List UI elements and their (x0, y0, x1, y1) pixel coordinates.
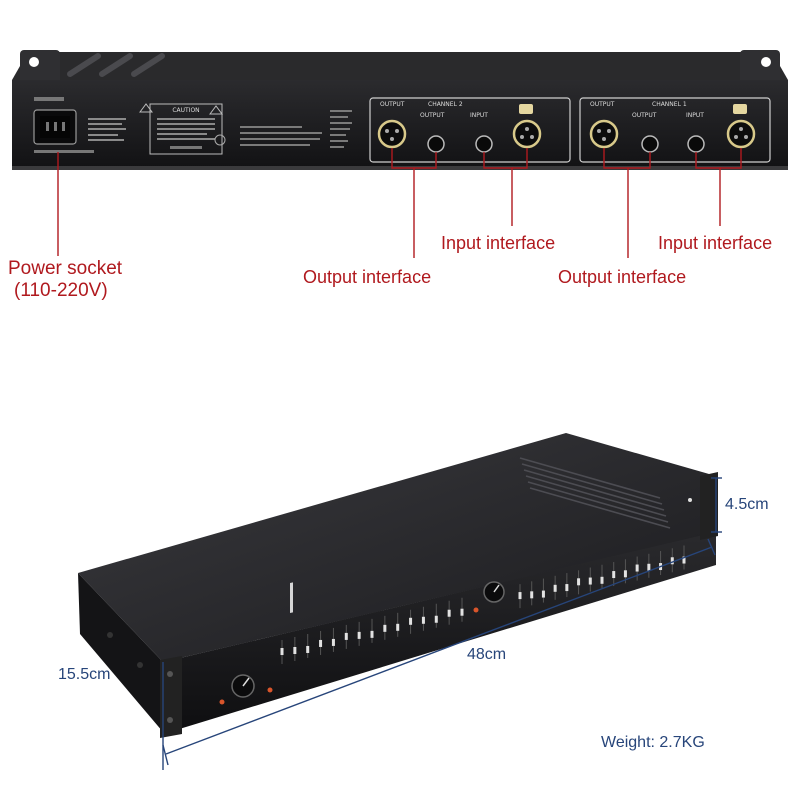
ch2-jack-output (427, 135, 445, 153)
eq-slider-a-cap (421, 616, 425, 624)
rear-vents (67, 53, 165, 77)
eq-slider-b-cap (612, 571, 616, 579)
ch1-xlr-output (589, 119, 619, 149)
ch1-xlr-input (726, 119, 756, 149)
dimension-depth: 15.5cm (58, 666, 111, 683)
svg-text:OUTPUT: OUTPUT (590, 101, 615, 108)
power-socket (33, 109, 77, 145)
callout-power-socket-line1: Power socket (8, 258, 123, 279)
eq-slider-b-cap (635, 564, 639, 572)
eq-slider-b-cap (577, 578, 581, 586)
ch2-jack-input (475, 135, 493, 153)
eq-knob-center (483, 581, 505, 603)
eq-slider-b-cap (600, 576, 604, 584)
callout-input-interface-1: Input interface (441, 233, 556, 253)
dimension-weight: Weight: 2.7KG (601, 734, 705, 751)
rear-chassis-lid (12, 52, 788, 80)
ch1-jack-output (641, 135, 659, 153)
ch2-xlr-input (512, 119, 542, 149)
eq-slider-b-cap (682, 556, 686, 564)
eq-slider-a-cap (293, 647, 297, 655)
caution-label: CAUTION (149, 103, 223, 155)
eq-slider-bank (280, 545, 686, 665)
eq-slider-a-cap (319, 639, 323, 647)
svg-text:INPUT: INPUT (686, 112, 704, 119)
eq-knob-left (231, 674, 255, 698)
eq-slider-a-cap (409, 617, 413, 625)
eq-slider-a-cap (331, 638, 335, 646)
ch1-jack-input (687, 135, 705, 153)
ch2-xlr-output (377, 119, 407, 149)
eq-slider-b-cap (670, 557, 674, 565)
eq-sliders-a (290, 582, 293, 614)
eq-rack-ear-left (160, 656, 182, 738)
eq-slider-b-cap (553, 584, 557, 592)
eq-slider-b-cap (518, 592, 522, 600)
eq-left-side (78, 573, 163, 732)
callout-output-interface-2: Output interface (558, 267, 687, 287)
eq-slider-b-cap (541, 590, 545, 598)
svg-text:CAUTION: CAUTION (172, 107, 199, 114)
eq-slider-a-cap (357, 631, 361, 639)
eq-slider-b-cap (623, 570, 627, 578)
eq-slider-b-cap (565, 584, 569, 592)
svg-text:OUTPUT: OUTPUT (420, 112, 445, 119)
callout-input-interface-2: Input interface (658, 233, 773, 253)
eq-slider-a-cap (383, 624, 387, 632)
svg-text:CHANNEL 1: CHANNEL 1 (652, 101, 687, 108)
svg-text:OUTPUT: OUTPUT (380, 101, 405, 108)
eq-slider-a-cap (447, 609, 451, 617)
callout-power-socket: Power socket (110-220V) (8, 258, 122, 302)
eq-rack-ear-right (700, 472, 718, 540)
eq-slider-b-cap (647, 563, 651, 571)
rack-ear-left (20, 50, 60, 84)
channel-1-panel: OUTPUT CHANNEL 1 OUTPUT INPUT (579, 97, 771, 163)
eq-top-vents (519, 457, 671, 529)
svg-text:OUTPUT: OUTPUT (632, 112, 657, 119)
eq-slider-a-cap (306, 645, 310, 653)
channel-2-panel: OUTPUT CHANNEL 2 OUTPUT INPUT (369, 97, 571, 163)
eq-slider-a-cap (370, 630, 374, 638)
dimension-lines (162, 477, 722, 770)
svg-text:INPUT: INPUT (470, 112, 488, 119)
rack-ear-right (740, 50, 780, 84)
callout-lines (57, 148, 742, 258)
callout-power-socket-line2: (110-220V) (14, 280, 108, 301)
eq-slider-a-cap (434, 615, 438, 623)
eq-slider-a-cap (396, 623, 400, 631)
svg-text:CHANNEL 2: CHANNEL 2 (428, 101, 463, 108)
eq-slider-b-cap (530, 591, 534, 599)
callout-output-interface-1: Output interface (303, 267, 432, 287)
dimension-height: 4.5cm (725, 496, 769, 513)
dimension-width: 48cm (467, 646, 507, 663)
eq-slider-a-cap (460, 608, 464, 616)
eq-slider-b-cap (588, 577, 592, 585)
eq-slider-a-cap (280, 648, 284, 656)
eq-slider-a-cap (344, 632, 348, 640)
